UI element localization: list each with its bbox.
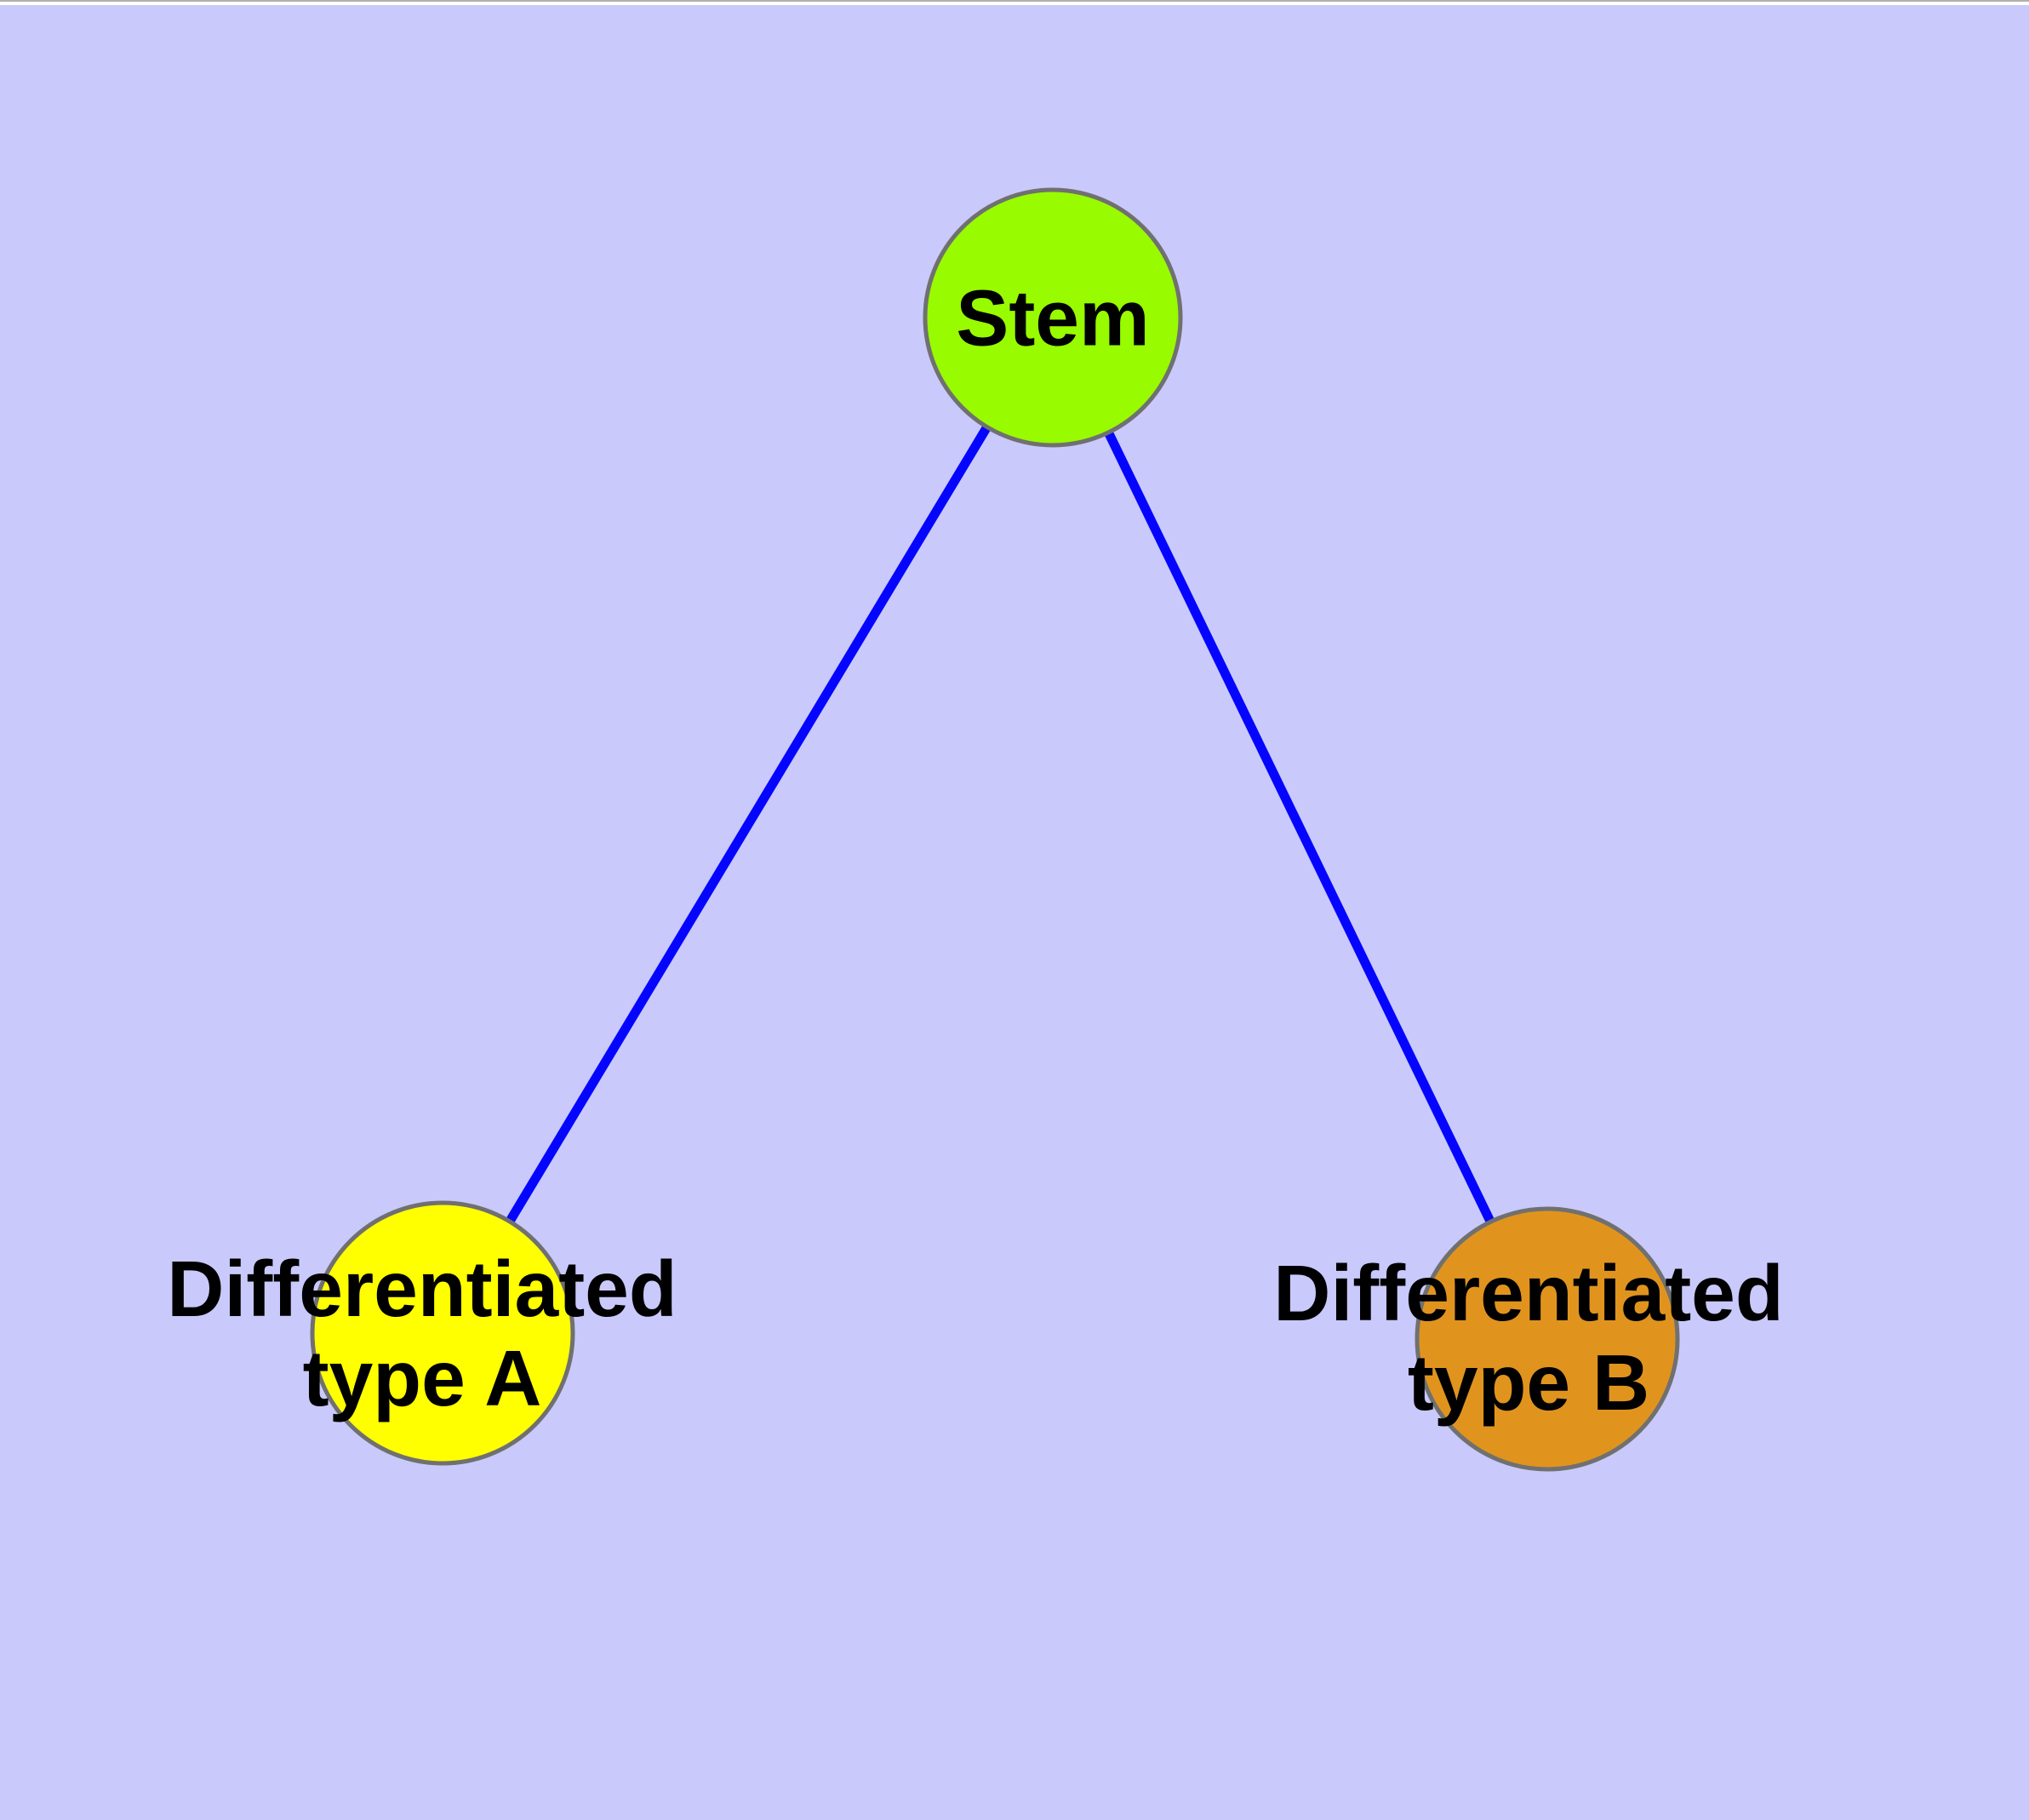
edge-stem-to-type-a — [438, 315, 1057, 1336]
top-margin-strip — [0, 0, 2029, 5]
node-type-b-circle — [1415, 1206, 1680, 1472]
node-type-a-circle — [310, 1200, 575, 1466]
node-stem-circle — [923, 187, 1183, 448]
edge-stem-to-type-b — [1049, 315, 1552, 1342]
